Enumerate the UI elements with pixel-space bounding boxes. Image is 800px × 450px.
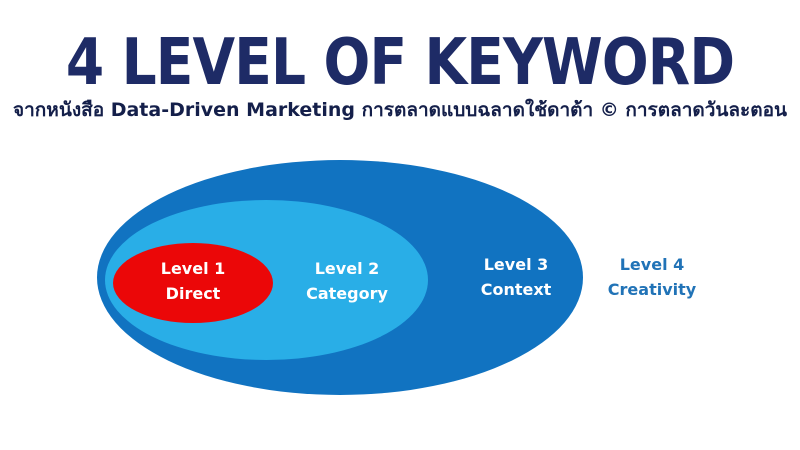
level-1-ellipse <box>113 243 273 323</box>
level-2-label: Level 2 Category <box>306 256 388 306</box>
level-4-label-line2: Creativity <box>607 280 697 299</box>
page-subtitle: จากหนังสือ Data-Driven Marketing การตลาด… <box>13 99 787 121</box>
level-1-label-line1: Level 1 <box>160 259 226 278</box>
level-3-label: Level 3 Context <box>481 252 552 302</box>
level-2-label-line1: Level 2 <box>314 259 380 278</box>
level-4-label-line1: Level 4 <box>619 255 685 274</box>
page-title: 4 LEVEL OF KEYWORD <box>65 26 735 100</box>
level-1-label-line2: Direct <box>165 284 221 303</box>
level-4-label: Level 4 Creativity <box>608 252 696 302</box>
level-2-label-line2: Category <box>306 284 388 303</box>
level-1-label: Level 1 Direct <box>161 256 226 306</box>
level-3-label-line2: Context <box>480 280 552 299</box>
level-3-label-line1: Level 3 <box>483 255 549 274</box>
